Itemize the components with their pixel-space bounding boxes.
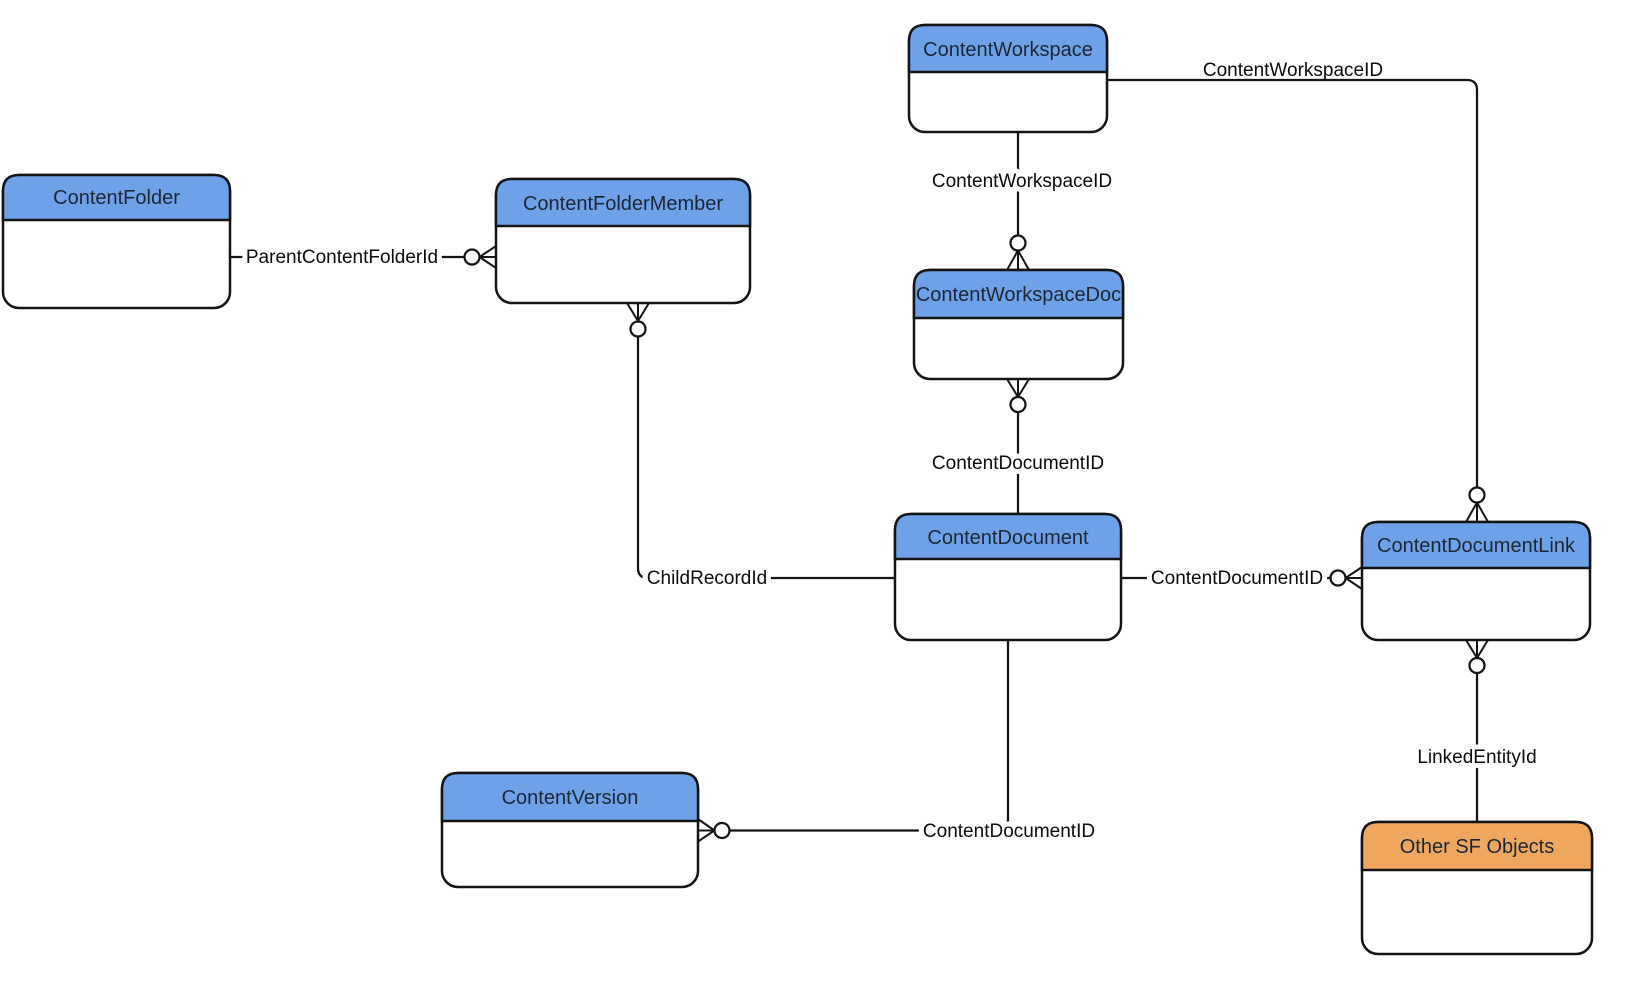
relationship-label: ChildRecordId <box>647 568 767 589</box>
relationship-parentcontentfolderid: ParentContentFolderId <box>230 242 497 273</box>
relationship-label: ContentDocumentID <box>923 821 1095 842</box>
crows-foot-icon <box>626 302 650 322</box>
entity-contentdocument: ContentDocument <box>893 512 1123 642</box>
crows-foot-icon <box>1344 566 1363 590</box>
zero-circle-icon <box>1468 656 1486 675</box>
relationship-childrecordid: ChildRecordId <box>626 302 895 594</box>
relationship-label: ParentContentFolderId <box>246 247 438 268</box>
entity-contentversion: ContentVersion <box>440 771 700 889</box>
zero-circle-icon <box>629 320 647 338</box>
zero-circle-icon <box>1009 234 1027 252</box>
entity-contentworkspace: ContentWorkspace <box>907 23 1109 134</box>
entity-contentfolder: ContentFolder <box>1 173 232 310</box>
entity-header <box>1 173 232 222</box>
crows-foot-icon <box>1006 250 1030 271</box>
zero-circle-icon <box>713 821 731 840</box>
entity-title: ContentVersion <box>502 787 639 809</box>
entity-title: ContentDocument <box>927 527 1089 549</box>
entity-header <box>912 268 1125 320</box>
relationship-line <box>636 336 895 580</box>
relationship-line <box>1107 78 1479 488</box>
relationship-contentdocumentid-workspacedoc: ContentDocumentID <box>927 378 1109 514</box>
entity-header <box>893 512 1123 561</box>
zero-circle-icon <box>463 248 481 266</box>
entity-contentdocumentlink: ContentDocumentLink <box>1360 520 1592 642</box>
entity-title: ContentFolderMember <box>523 193 723 215</box>
relationship-label: ContentWorkspaceID <box>1203 60 1383 81</box>
relationship-contentdocumentid-link: ContentDocumentID <box>1121 563 1363 594</box>
entity-title: ContentFolder <box>53 187 180 209</box>
entity-contentfoldermember: ContentFolderMember <box>494 177 752 305</box>
relationship-linkedentityid: LinkedEntityId <box>1412 639 1542 822</box>
entity-title: ContentWorkspaceDoc <box>916 284 1121 306</box>
relationship-contentdocumentid-version: ContentDocumentID <box>697 640 1100 847</box>
relationship-contentworkspaceid-doc: ContentWorkspaceID <box>927 132 1117 271</box>
crows-foot-icon <box>1006 378 1030 398</box>
entity-header <box>1360 520 1592 570</box>
zero-circle-icon <box>1468 486 1486 504</box>
entity-contentworkspacedoc: ContentWorkspaceDoc <box>912 268 1125 381</box>
entity-title: ContentWorkspace <box>923 39 1093 61</box>
relationship-contentworkspaceid-link: ContentWorkspaceID <box>1107 60 1489 523</box>
relationship-label: ContentWorkspaceID <box>932 171 1112 192</box>
relationship-line <box>729 640 1010 832</box>
crows-foot-icon <box>1465 639 1489 659</box>
entity-header <box>440 771 700 823</box>
entity-title: ContentDocumentLink <box>1377 535 1576 557</box>
crows-foot-icon <box>478 245 497 269</box>
zero-circle-icon <box>1009 395 1027 414</box>
entity-header <box>494 177 752 228</box>
entity-header <box>1360 820 1594 872</box>
zero-circle-icon <box>1329 569 1347 587</box>
relationship-label: LinkedEntityId <box>1417 747 1536 768</box>
relationship-label: ContentDocumentID <box>932 453 1104 474</box>
crows-foot-icon <box>1465 502 1489 523</box>
entity-header <box>907 23 1109 74</box>
crows-foot-icon <box>697 818 716 843</box>
relationship-label: ContentDocumentID <box>1151 568 1323 589</box>
entity-title: Other SF Objects <box>1400 836 1555 858</box>
entity-other-sf-objects: Other SF Objects <box>1360 820 1594 956</box>
